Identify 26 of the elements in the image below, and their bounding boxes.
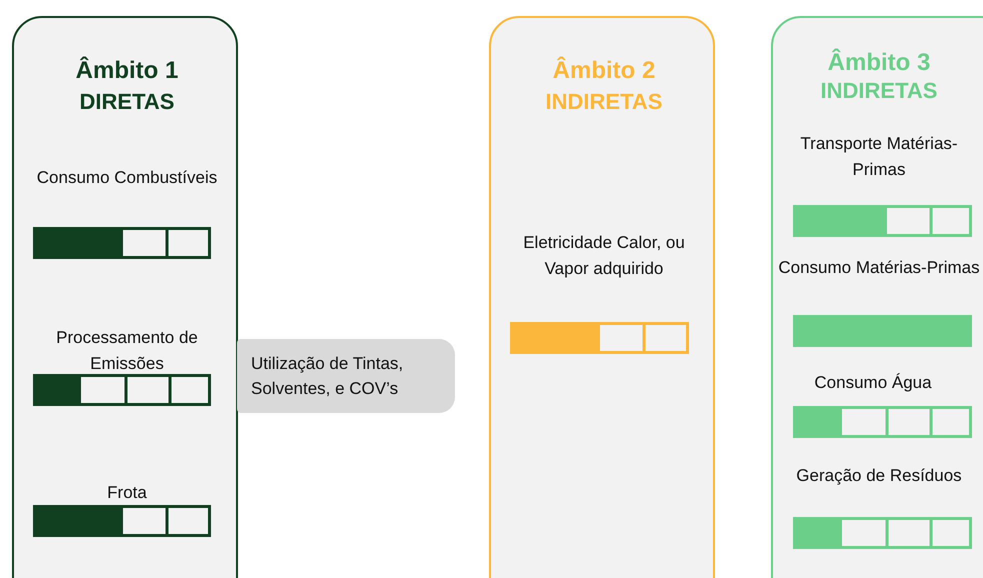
scope-panel — [771, 16, 983, 578]
scope-title: Âmbito 1 — [74, 56, 180, 86]
category-label: Geração de Resíduos — [795, 465, 963, 487]
scope-panel — [489, 16, 715, 578]
scope-subtitle: INDIRETAS — [544, 88, 664, 116]
category-label: Eletricidade Calor, ou Vapor adquirido — [522, 232, 686, 280]
category-label: Processamento de Emissões — [55, 327, 199, 375]
progress-bar — [793, 406, 972, 438]
scope-panel — [12, 16, 238, 578]
category-label: Consumo Água — [813, 372, 933, 394]
progress-bar — [793, 315, 972, 347]
progress-bar — [510, 322, 689, 354]
progress-bar — [33, 374, 211, 406]
progress-bar — [33, 227, 211, 259]
scope-title: Âmbito 3 — [826, 48, 932, 78]
category-label: Frota — [106, 482, 148, 504]
progress-bar — [793, 205, 972, 237]
progress-bar — [33, 505, 211, 537]
category-label: Transporte Matérias-Primas — [799, 133, 959, 181]
category-label: Consumo Matérias-Primas — [777, 257, 981, 279]
scope-subtitle: DIRETAS — [78, 88, 176, 116]
info-box: Utilização de Tintas, Solventes, e COV’s — [237, 339, 455, 413]
scope-title: Âmbito 2 — [552, 56, 656, 86]
scope-subtitle: INDIRETAS — [820, 77, 938, 105]
progress-bar — [793, 517, 972, 549]
category-label: Consumo Combustíveis — [36, 167, 218, 189]
